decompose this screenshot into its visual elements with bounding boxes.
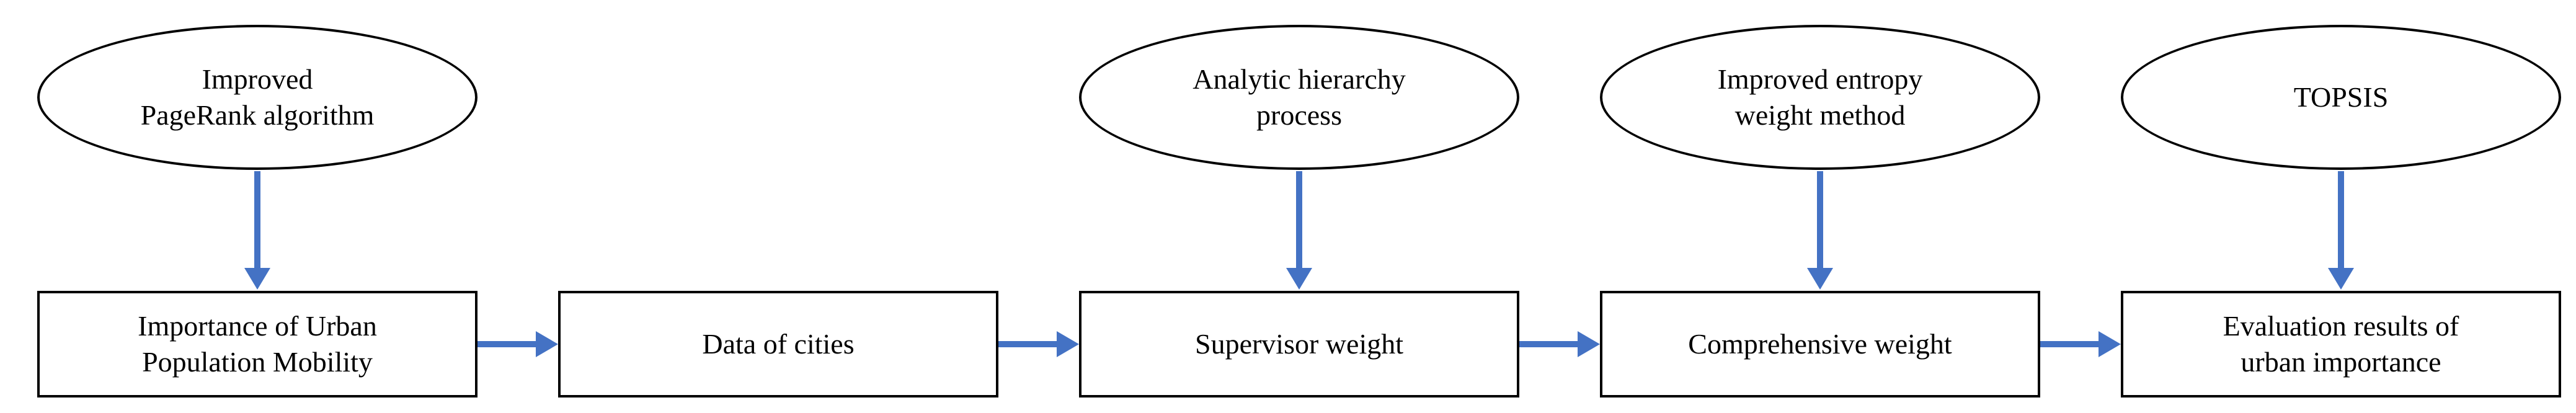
box-data-of-cities: Data of cities — [558, 291, 998, 397]
box-evaluation-results: Evaluation results of urban importance — [2121, 291, 2561, 397]
arrow-entropy-to-comprehensive-head-icon — [1807, 268, 1833, 290]
arrow-data-to-supervisor-head-icon — [1057, 331, 1079, 357]
arrow-pagerank-to-importance-head-icon — [244, 268, 270, 290]
arrow-topsis-to-evaluation-head-icon — [2328, 268, 2354, 290]
ellipse-analytic-hierarchy: Analytic hierarchy process — [1079, 25, 1519, 170]
arrow-importance-to-data-head-icon — [536, 331, 558, 357]
ellipse-improved-entropy-line2: weight method — [1734, 99, 1906, 131]
arrow-importance-to-data-line — [477, 341, 537, 347]
ellipse-improved-entropy: Improved entropy weight method — [1600, 25, 2040, 170]
arrow-supervisor-to-comprehensive-head-icon — [1578, 331, 1600, 357]
arrow-ahp-to-supervisor-line — [1296, 171, 1302, 269]
ellipse-topsis: TOPSIS — [2121, 25, 2561, 170]
box-comprehensive-weight-line1: Comprehensive weight — [1688, 328, 1952, 360]
arrow-ahp-to-supervisor-head-icon — [1286, 268, 1312, 290]
box-importance-line2: Population Mobility — [142, 346, 373, 378]
ellipse-topsis-line1: TOPSIS — [2293, 81, 2389, 113]
box-evaluation-results-line2: urban importance — [2241, 346, 2441, 378]
box-supervisor-weight-line1: Supervisor weight — [1194, 328, 1403, 360]
box-importance-urban-population-mobility: Importance of Urban Population Mobility — [37, 291, 477, 397]
ellipse-improved-entropy-line1: Improved entropy — [1717, 63, 1923, 95]
arrow-supervisor-to-comprehensive-line — [1519, 341, 1579, 347]
ellipse-improved-pagerank-line1: Improved — [202, 63, 313, 95]
box-supervisor-weight: Supervisor weight — [1079, 291, 1519, 397]
box-data-of-cities-line1: Data of cities — [702, 328, 855, 360]
arrow-topsis-to-evaluation-line — [2338, 171, 2344, 269]
arrow-comprehensive-to-evaluation-head-icon — [2099, 331, 2121, 357]
box-comprehensive-weight: Comprehensive weight — [1600, 291, 2040, 397]
box-importance-line1: Importance of Urban — [138, 310, 377, 342]
ellipse-analytic-hierarchy-line2: process — [1256, 99, 1342, 131]
ellipse-improved-pagerank: Improved PageRank algorithm — [37, 25, 477, 170]
ellipse-analytic-hierarchy-line1: Analytic hierarchy — [1193, 63, 1406, 95]
arrow-pagerank-to-importance-line — [254, 171, 260, 269]
arrow-entropy-to-comprehensive-line — [1817, 171, 1823, 269]
box-evaluation-results-line1: Evaluation results of — [2223, 310, 2459, 342]
arrow-data-to-supervisor-line — [998, 341, 1058, 347]
arrow-comprehensive-to-evaluation-line — [2040, 341, 2100, 347]
ellipse-improved-pagerank-line2: PageRank algorithm — [140, 99, 375, 131]
